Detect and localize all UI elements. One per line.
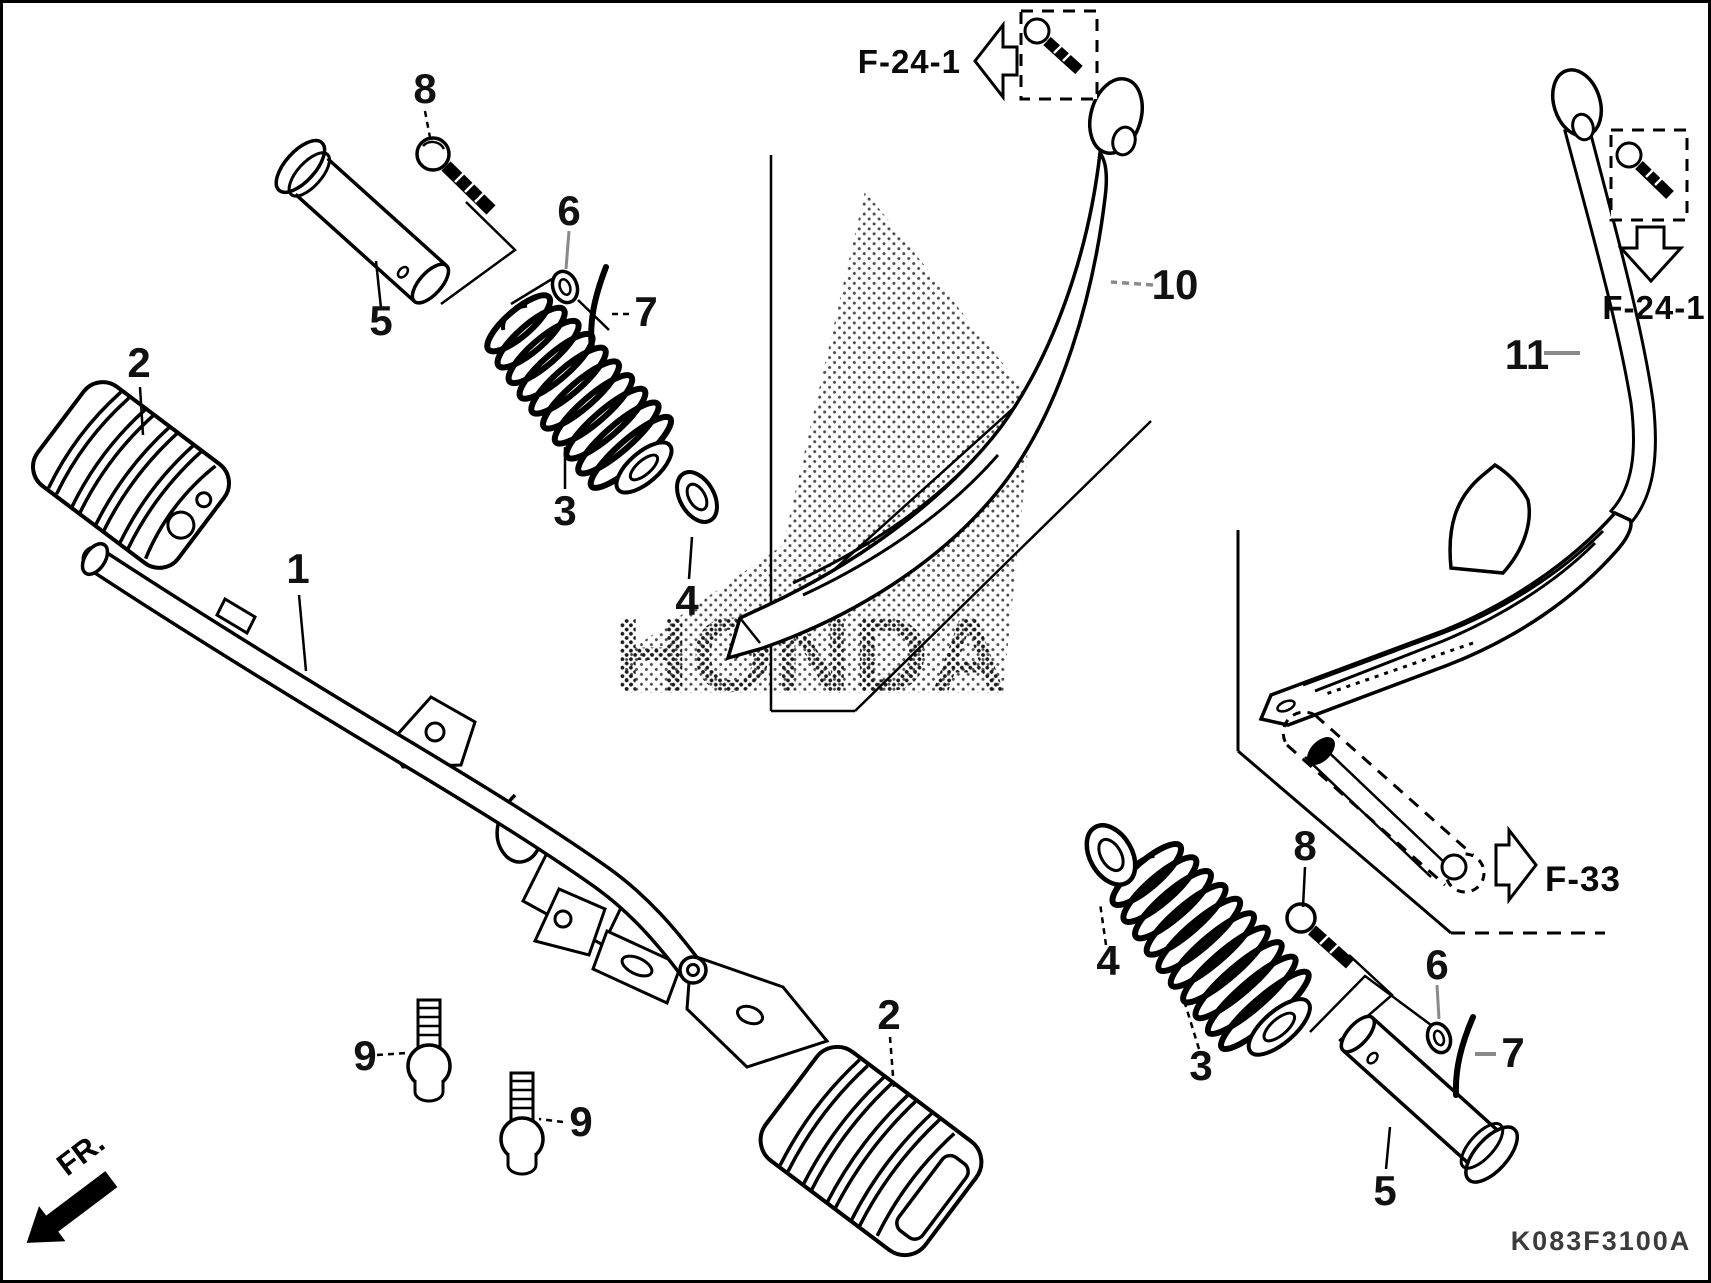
callout-4-right: 4 (1096, 937, 1120, 984)
diagram-code: K083F3100A (1511, 1226, 1692, 1256)
ref-bolt-top-icon (1023, 17, 1083, 75)
callout-3-left: 3 (553, 487, 576, 534)
front-direction-indicator: FR. (26, 1125, 118, 1243)
callout-3-right: 3 (1189, 1042, 1212, 1089)
callout-4-left: 4 (675, 577, 699, 624)
ref-bolt-right-icon (1615, 141, 1674, 199)
main-step-bar (80, 541, 830, 1069)
callout-10: 10 (1152, 261, 1199, 308)
ref-box-top (973, 9, 1099, 102)
pillion-step-arm-left (725, 77, 1144, 661)
washer-right (1084, 823, 1138, 887)
callout-5-left: 5 (369, 297, 392, 344)
ref-arrow-left-icon (973, 20, 1019, 102)
callout-8-right: 8 (1293, 822, 1316, 869)
pillion-step-bracket-right (1258, 68, 1657, 727)
return-spring-left (484, 292, 675, 495)
leader-lines (138, 110, 1580, 1170)
callout-2-bottom: 2 (877, 991, 900, 1038)
pivot-pin-left (274, 138, 451, 305)
return-spring-right (1109, 841, 1312, 1057)
small-washer-right (1425, 1021, 1453, 1055)
callout-8-left: 8 (413, 65, 436, 112)
snap-clip-left (588, 264, 609, 352)
snap-clip-right (1452, 1014, 1476, 1098)
callout-9-left: 9 (353, 1032, 376, 1079)
small-washer-left (550, 269, 580, 305)
step-rubber-left (31, 380, 231, 570)
ref-arrow-down-icon (1617, 225, 1685, 284)
ref-label-f241-top: F-24-1 (858, 43, 961, 80)
callout-5-right: 5 (1373, 1167, 1396, 1214)
callout-1: 1 (286, 545, 309, 592)
joint-bolt-left (415, 136, 496, 215)
ref-box-right (1609, 128, 1689, 284)
ref-label-f33: F-33 (1545, 860, 1621, 899)
callout-11: 11 (1505, 331, 1549, 378)
callout-6-left: 6 (557, 187, 580, 234)
callout-2-left: 2 (127, 339, 150, 386)
diagram-artwork: HONDA (26, 9, 1705, 1258)
callout-7-right: 7 (1501, 1029, 1524, 1076)
callout-7-left: 7 (634, 288, 657, 335)
front-arrow-icon (26, 1171, 118, 1243)
flange-bolt-2 (499, 1071, 545, 1176)
joint-bolt-right (1285, 902, 1355, 969)
flange-bolt-1 (406, 998, 452, 1103)
washer-left (675, 470, 719, 524)
ref-arrow-right-icon (1494, 825, 1538, 905)
callout-9-right: 9 (569, 1098, 592, 1145)
callout-6-right: 6 (1425, 941, 1448, 988)
ref-label-f241-right: F-24-1 (1602, 289, 1705, 326)
halftone-shading (623, 191, 1033, 693)
pivot-pin-right (1339, 1014, 1520, 1184)
phantom-pivot-pin (1236, 530, 1605, 935)
step-rubber-bottom (758, 1044, 984, 1258)
callout-labels: 8 5 6 7 2 3 4 1 9 9 2 10 11 4 3 8 6 7 5 (127, 65, 1549, 1214)
